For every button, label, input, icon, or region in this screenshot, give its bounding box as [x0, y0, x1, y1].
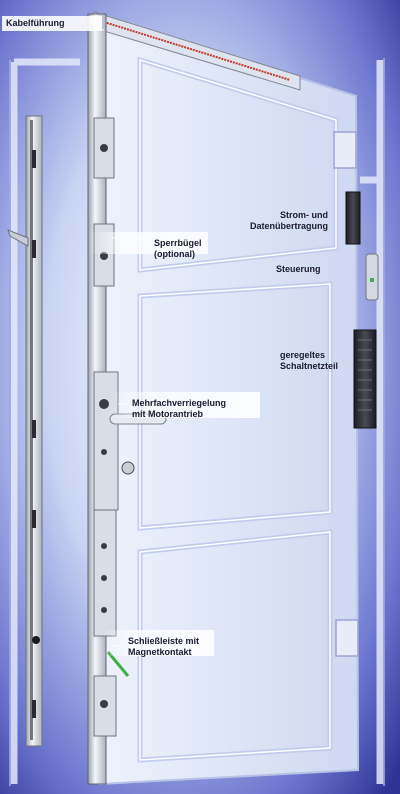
label-text: Datenübertragung	[250, 221, 329, 231]
label-text: Kabelführung	[6, 18, 65, 28]
label-sperrbuegel: Sperrbügel (optional)	[150, 236, 206, 262]
magnet-contact	[32, 636, 40, 644]
label-kabelfuehrung: Kabelführung	[2, 16, 102, 31]
label-band	[88, 232, 208, 254]
label-text: Steuerung	[276, 264, 321, 274]
control-unit	[365, 253, 379, 301]
label-text: Mehrfachverriegelung	[132, 398, 227, 408]
power-supply	[353, 329, 377, 429]
label-text: Sperrbügel	[154, 238, 202, 248]
label-band	[110, 392, 260, 418]
door-frame	[10, 58, 384, 784]
hinges	[333, 131, 359, 657]
power-data-transfer	[345, 191, 361, 245]
cable	[103, 21, 291, 81]
lock-cylinder	[121, 461, 135, 475]
lock-bolts	[99, 144, 109, 708]
label-mehrfachverriegelung: Mehrfachverriegelung mit Motorantrieb	[128, 396, 230, 422]
label-text: geregeltes	[280, 350, 326, 360]
label-text: Schaltnetzteil	[280, 361, 339, 371]
locking-hook	[7, 229, 29, 247]
label-text: (optional)	[154, 249, 195, 259]
label-text: mit Motorantrieb	[132, 409, 203, 419]
label-strom-datenuebertragung: Strom- und Datenübertragung	[246, 208, 332, 234]
label-schaltnetzteil: geregeltes Schaltnetzteil	[276, 348, 342, 374]
strike-bar-slots	[32, 150, 36, 718]
label-steuerung: Steuerung	[272, 262, 325, 277]
label-text: Schließleiste mit	[128, 636, 200, 646]
label-band	[104, 630, 214, 656]
label-schliessleiste: Schließleiste mit Magnetkontakt	[124, 634, 203, 660]
label-text: Strom- und	[280, 210, 329, 220]
label-text: Magnetkontakt	[128, 647, 192, 657]
